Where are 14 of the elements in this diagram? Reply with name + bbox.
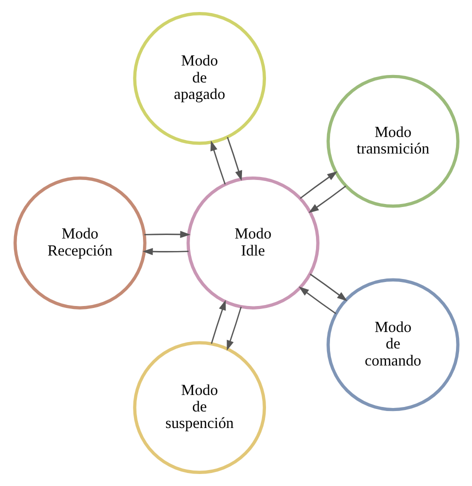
node-circle: Modo de comando [326,278,459,412]
arrow [144,230,190,238]
arrow [309,274,347,302]
node-circle: Modo Recepción [13,176,146,310]
node-circle: Modo de apagado [132,12,266,145]
arrow [210,140,226,185]
arrow [308,185,346,214]
node-circle: Modo de suspención [132,341,266,474]
arrow [299,171,337,199]
arrow [142,248,188,256]
arrow [298,286,336,314]
arrow [226,136,242,181]
arrow [210,300,226,344]
arrow [226,306,242,351]
